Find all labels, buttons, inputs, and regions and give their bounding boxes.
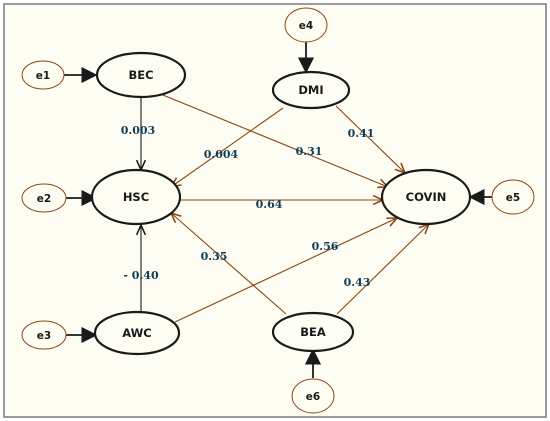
coef-awc-hsc: - 0.40 [123, 269, 159, 282]
construct-dmi-label: DMI [298, 83, 323, 97]
error-terms: e1 e2 e3 e4 e5 e6 [21, 7, 535, 414]
error-e5: e5 [491, 179, 535, 215]
coef-bec-hsc: 0.003 [121, 124, 155, 137]
error-paths [64, 42, 492, 378]
coef-bec-covin: 0.31 [296, 145, 323, 158]
coef-awc-covin: 0.56 [312, 240, 339, 253]
construct-covin: COVIN [380, 168, 472, 226]
error-e6-label: e6 [306, 391, 320, 403]
error-e3: e3 [21, 320, 67, 350]
construct-bec-label: BEC [128, 68, 153, 82]
coef-bea-hsc: 0.35 [201, 250, 228, 263]
path-bea-hsc [171, 213, 287, 315]
error-e3-label: e3 [37, 330, 51, 342]
error-e2: e2 [21, 183, 67, 213]
path-bea-covin [336, 224, 429, 315]
error-e4-label: e4 [299, 20, 313, 32]
path-dmi-hsc [171, 107, 284, 187]
error-e5-label: e5 [506, 192, 520, 204]
error-e6: e6 [291, 378, 335, 414]
construct-dmi: DMI [271, 70, 351, 110]
error-e2-label: e2 [37, 193, 51, 205]
error-e4: e4 [284, 7, 328, 43]
path-bec-covin [157, 92, 388, 187]
coef-dmi-hsc: 0.004 [204, 148, 239, 161]
error-e1-label: e1 [36, 70, 50, 82]
path-dmi-covin [335, 105, 405, 173]
construct-awc-label: AWC [122, 326, 152, 340]
structural-paths [141, 92, 429, 323]
construct-hsc: HSC [90, 168, 182, 226]
construct-bec: BEC [95, 51, 187, 99]
constructs: BEC DMI HSC COVIN AWC BEA [90, 51, 472, 356]
construct-awc: AWC [93, 310, 181, 356]
error-e1: e1 [21, 60, 65, 90]
coef-hsc-covin: 0.64 [256, 198, 283, 211]
construct-covin-label: COVIN [406, 190, 447, 204]
construct-hsc-label: HSC [123, 190, 149, 204]
construct-bea-label: BEA [300, 325, 326, 339]
path-coefficients: 0.003 0.31 0.004 0.41 0.64 - 0.40 0.56 0… [121, 124, 375, 289]
path-awc-covin [174, 218, 397, 323]
coef-dmi-covin: 0.41 [348, 127, 375, 140]
coef-bea-covin: 0.43 [344, 276, 371, 289]
construct-bea: BEA [271, 311, 355, 353]
